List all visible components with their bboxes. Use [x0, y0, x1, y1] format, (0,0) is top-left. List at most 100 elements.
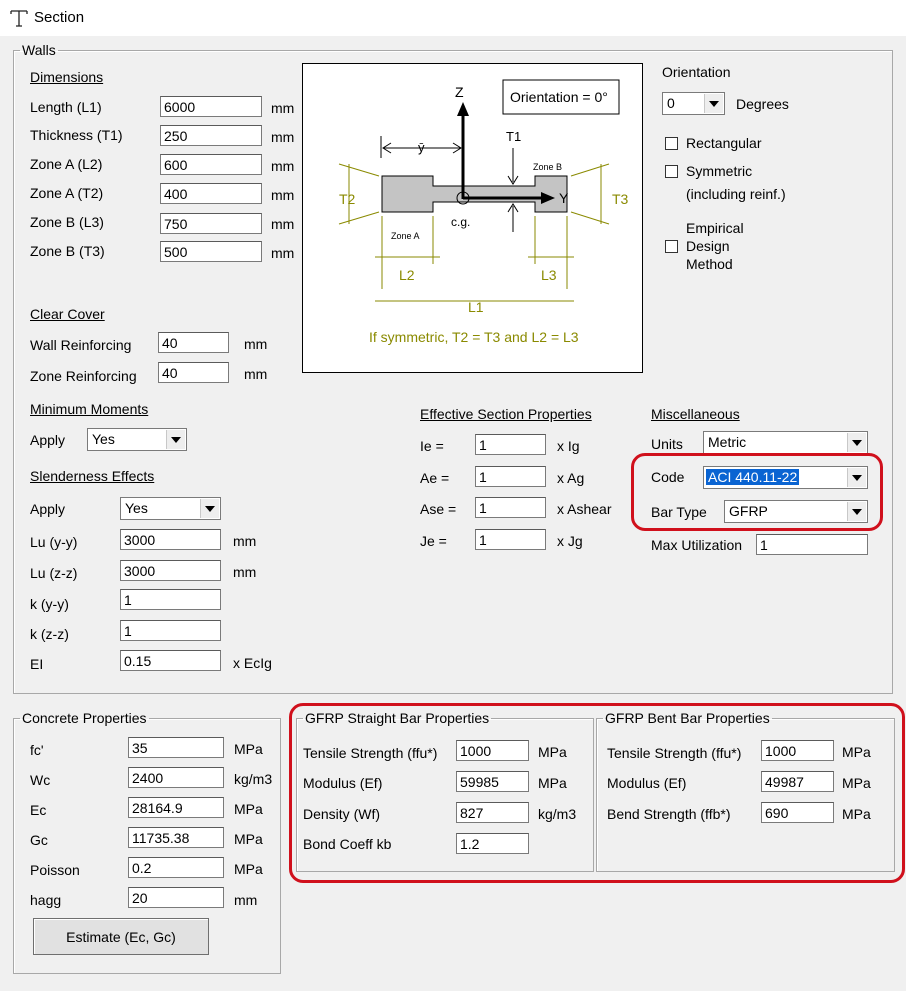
zone-a-t2-unit: mm: [271, 187, 295, 203]
diagram-l1-label: L1: [468, 299, 484, 315]
rectangular-label: Rectangular: [686, 135, 762, 151]
length-l1-input[interactable]: [160, 96, 262, 117]
wall-reinforcing-label: Wall Reinforcing: [30, 337, 132, 353]
rectangular-checkbox[interactable]: [665, 137, 678, 150]
empirical-label-1: Empirical: [686, 220, 744, 236]
zone-b-t3-unit: mm: [271, 245, 295, 261]
zone-a-l2-input[interactable]: [160, 154, 262, 175]
empirical-label-3: Method: [686, 256, 733, 272]
diagram-t3-label: T3: [612, 191, 629, 207]
straight-modulus-label: Modulus (Ef): [303, 775, 383, 791]
concrete-properties-legend: Concrete Properties: [22, 710, 147, 726]
hagg-label: hagg: [30, 892, 62, 908]
zone-b-l3-input[interactable]: [160, 213, 262, 234]
lu-yy-input[interactable]: [120, 529, 221, 550]
hagg-input[interactable]: [128, 887, 224, 908]
thickness-t1-input[interactable]: [160, 125, 262, 146]
orientation-select[interactable]: 0: [662, 92, 725, 115]
diagram-t1-label: T1: [506, 129, 521, 144]
lu-zz-input[interactable]: [120, 560, 221, 581]
symmetric-note: (including reinf.): [686, 186, 786, 202]
straight-tensile-input[interactable]: [456, 740, 529, 761]
section-diagram: Orientation = 0° Z Y c.g. ȳ T1 T2: [302, 63, 643, 373]
ec-input[interactable]: [128, 797, 224, 818]
k-yy-label: k (y-y): [30, 596, 69, 612]
zone-reinforcing-label: Zone Reinforcing: [30, 368, 137, 384]
thickness-t1-unit: mm: [271, 129, 295, 145]
k-zz-label: k (z-z): [30, 626, 69, 642]
zone-b-l3-unit: mm: [271, 216, 295, 232]
gc-input[interactable]: [128, 827, 224, 848]
ae-input[interactable]: [475, 466, 546, 487]
chevron-down-icon[interactable]: [847, 433, 866, 452]
ec-label: Ec: [30, 802, 47, 818]
fc-unit: MPa: [234, 741, 263, 757]
fc-input[interactable]: [128, 737, 224, 758]
max-utilization-input[interactable]: [756, 534, 868, 555]
zone-a-l2-label: Zone A (L2): [30, 156, 103, 172]
je-unit: x Jg: [557, 533, 583, 549]
ei-unit: x EcIg: [233, 655, 272, 671]
straight-tensile-label: Tensile Strength (ffu*): [303, 745, 438, 761]
units-select[interactable]: Metric: [703, 431, 868, 454]
estimate-button[interactable]: Estimate (Ec, Gc): [33, 918, 209, 955]
ie-label: Ie =: [420, 438, 444, 454]
bend-strength-label: Bend Strength (ffb*): [607, 806, 731, 822]
max-utilization-label: Max Utilization: [651, 537, 743, 553]
title-bar: Section: [0, 0, 906, 36]
chevron-down-icon[interactable]: [847, 468, 866, 487]
diagram-ybar-label: ȳ: [418, 140, 425, 155]
k-yy-input[interactable]: [120, 589, 221, 610]
window-title: Section: [34, 9, 85, 26]
bent-modulus-label: Modulus (Ef): [607, 775, 687, 791]
gfrp-straight-legend: GFRP Straight Bar Properties: [305, 710, 490, 726]
orientation-heading: Orientation: [662, 64, 731, 80]
bent-modulus-unit: MPa: [842, 775, 871, 791]
min-moments-apply-select[interactable]: Yes: [87, 428, 187, 451]
straight-density-input[interactable]: [456, 802, 529, 823]
wc-label: Wc: [30, 772, 51, 788]
wall-reinforcing-input[interactable]: [158, 332, 229, 353]
length-l1-label: Length (L1): [30, 99, 102, 115]
lu-yy-label: Lu (y-y): [30, 534, 78, 550]
zone-b-t3-input[interactable]: [160, 241, 262, 262]
zone-b-t3-label: Zone B (T3): [30, 243, 105, 259]
ase-input[interactable]: [475, 497, 546, 518]
dimensions-heading: Dimensions: [30, 69, 104, 85]
bar-type-select[interactable]: GFRP: [724, 500, 868, 523]
bent-tensile-input[interactable]: [761, 740, 834, 761]
chevron-down-icon[interactable]: [200, 499, 219, 518]
bend-strength-input[interactable]: [761, 802, 834, 823]
poisson-input[interactable]: [128, 857, 224, 878]
ase-unit: x Ashear: [557, 501, 612, 517]
chevron-down-icon[interactable]: [847, 502, 866, 521]
slenderness-apply-select[interactable]: Yes: [120, 497, 221, 520]
gfrp-properties-highlight: [289, 703, 905, 883]
straight-modulus-unit: MPa: [538, 775, 567, 791]
ei-input[interactable]: [120, 650, 221, 671]
zone-reinforcing-input[interactable]: [158, 362, 229, 383]
bent-modulus-input[interactable]: [761, 771, 834, 792]
straight-modulus-input[interactable]: [456, 771, 529, 792]
lu-zz-label: Lu (z-z): [30, 565, 78, 581]
chevron-down-icon[interactable]: [166, 430, 185, 449]
zone-reinforcing-unit: mm: [244, 366, 268, 382]
zone-b-l3-label: Zone B (L3): [30, 214, 104, 230]
symmetric-checkbox[interactable]: [665, 165, 678, 178]
bond-coeff-input[interactable]: [456, 833, 529, 854]
zone-a-t2-input[interactable]: [160, 183, 262, 204]
je-input[interactable]: [475, 529, 546, 550]
z-axis-arrow: [457, 102, 469, 116]
min-moments-apply-label: Apply: [30, 432, 66, 448]
wc-input[interactable]: [128, 767, 224, 788]
length-l1-unit: mm: [271, 100, 295, 116]
ie-input[interactable]: [475, 434, 546, 455]
code-select[interactable]: ACI 440.11-22: [703, 466, 868, 489]
k-zz-input[interactable]: [120, 620, 221, 641]
chevron-down-icon[interactable]: [704, 94, 723, 113]
diagram-y-label: Y: [559, 190, 569, 206]
effective-section-heading: Effective Section Properties: [420, 406, 592, 422]
units-label: Units: [651, 436, 683, 452]
empirical-design-checkbox[interactable]: [665, 240, 678, 253]
walls-group: Walls: [13, 42, 893, 694]
